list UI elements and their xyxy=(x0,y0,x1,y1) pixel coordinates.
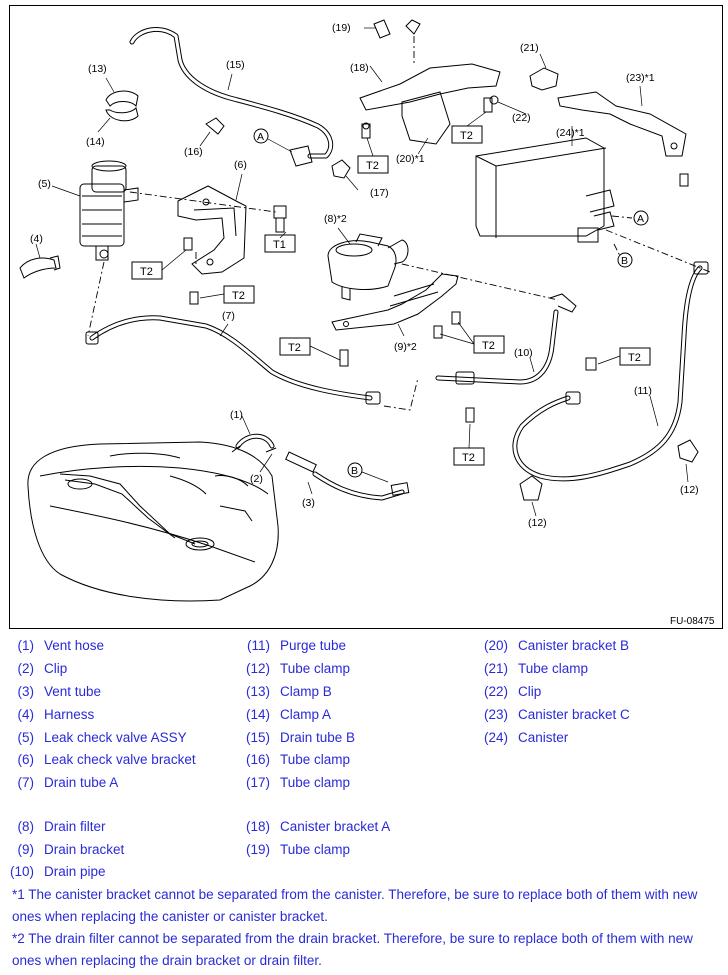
torque-t2: T2 xyxy=(462,452,475,464)
harness xyxy=(19,243,61,279)
vent-tube xyxy=(285,451,410,501)
legend-item: (2)Clip xyxy=(17,661,68,676)
callout-1: (1) xyxy=(230,409,243,421)
leak-check-valve xyxy=(51,160,139,261)
torque-t2: T2 xyxy=(366,160,379,172)
callout-labels: (1) (2) (3) (4) (5) (6) (7) (8)*2 (9)*2 … xyxy=(30,22,699,529)
legend-item: (21)Tube clamp xyxy=(483,661,589,676)
legend-item: (24)Canister xyxy=(483,730,569,745)
legend-item: (3)Vent tube xyxy=(17,684,102,699)
legend-item: (9)Drain bracket xyxy=(17,842,125,857)
callout-15: (15) xyxy=(226,59,245,71)
fuel-tank xyxy=(27,441,279,602)
callout-24: (24)*1 xyxy=(556,127,585,139)
callout-4: (4) xyxy=(30,233,43,245)
callout-20: (20)*1 xyxy=(396,153,425,165)
legend-item: (13)Clamp B xyxy=(245,684,332,699)
legend-item: (6)Leak check valve bracket xyxy=(17,752,196,767)
callout-19: (19) xyxy=(332,22,351,34)
legend-item: (20)Canister bracket B xyxy=(483,638,630,653)
parts-legend: (1)Vent hose (2)Clip (3)Vent tube (4)Har… xyxy=(0,636,728,879)
legend-item: (1)Vent hose xyxy=(17,638,105,653)
callout-23: (23)*1 xyxy=(626,72,655,84)
callout-18: (18) xyxy=(350,62,369,74)
legend-item: (14)Clamp A xyxy=(245,707,332,722)
callout-10: (10) xyxy=(514,347,533,359)
legend-item: (8)Drain filter xyxy=(17,819,106,834)
clamps-13-14 xyxy=(97,77,139,133)
callout-17: (17) xyxy=(370,187,389,199)
torque-marks: T1 T2 T2 T2 T2 T2 T2 T2 T2 xyxy=(131,111,651,466)
torque-t2: T2 xyxy=(628,352,641,364)
legend-item: (17)Tube clamp xyxy=(245,775,351,790)
figure-code: FU-08475 xyxy=(670,616,715,627)
callout-9: (9)*2 xyxy=(394,341,417,353)
legend-item: (16)Tube clamp xyxy=(245,752,351,767)
connection-marks: A A B B xyxy=(253,128,649,483)
legend-item: (12)Tube clamp xyxy=(245,661,351,676)
note-drain-filter: *2 The drain filter cannot be separated … xyxy=(12,931,693,968)
canister-bracket-c xyxy=(557,85,687,157)
drain-bracket xyxy=(331,273,459,337)
drain-pipe xyxy=(435,293,577,385)
callout-12: (12) xyxy=(528,517,547,529)
callout-12: (12) xyxy=(680,484,699,496)
legend-item: (4)Harness xyxy=(17,707,95,722)
legend-item: (10)Drain pipe xyxy=(9,864,106,879)
callout-13: (13) xyxy=(88,63,107,75)
callout-5: (5) xyxy=(38,178,51,190)
legend-item: (15)Drain tube B xyxy=(245,730,356,745)
torque-t2: T2 xyxy=(140,266,153,278)
callout-6: (6) xyxy=(234,159,247,171)
callout-16: (16) xyxy=(184,146,203,158)
vent-hose xyxy=(231,415,277,473)
clamps-16-17 xyxy=(199,117,359,191)
canister xyxy=(475,126,615,243)
legend-item: (11)Purge tube xyxy=(246,638,347,653)
bolts xyxy=(183,97,689,423)
torque-t2: T2 xyxy=(288,342,301,354)
torque-t2: T2 xyxy=(460,130,473,142)
callout-21: (21) xyxy=(520,42,539,54)
callout-8: (8)*2 xyxy=(324,213,347,225)
valve-bracket xyxy=(177,173,247,275)
callout-11: (11) xyxy=(634,385,652,397)
connection-b: B xyxy=(351,465,358,477)
connection-a: A xyxy=(257,131,264,143)
legend-item: (19)Tube clamp xyxy=(245,842,351,857)
connection-a: A xyxy=(637,213,644,225)
torque-t2: T2 xyxy=(232,290,245,302)
drain-tube-b xyxy=(129,26,334,167)
legend-item: (23)Canister bracket C xyxy=(483,707,630,722)
note-canister-bracket: *1 The canister bracket cannot be separa… xyxy=(12,887,698,924)
torque-t1: T1 xyxy=(273,239,286,251)
purge-tube xyxy=(512,261,709,482)
legend-item: (5)Leak check valve ASSY xyxy=(17,730,187,745)
tube-clamp-21 xyxy=(529,53,559,91)
exploded-parts-diagram: T1 T2 T2 T2 T2 T2 T2 T2 T2 A A B xyxy=(9,5,723,629)
canister-brackets-a-b xyxy=(359,19,501,155)
callout-2: (2) xyxy=(250,473,263,485)
legend-item: (18)Canister bracket A xyxy=(245,819,391,834)
callout-7: (7) xyxy=(222,310,235,322)
assembly-lines xyxy=(87,191,711,411)
drain-tube-a xyxy=(85,315,381,405)
callout-22: (22) xyxy=(512,112,531,124)
legend-item: (22)Clip xyxy=(483,684,542,699)
drain-filter xyxy=(327,227,409,301)
tube-clamps-12 xyxy=(519,439,699,517)
legend-item: (7)Drain tube A xyxy=(17,775,119,790)
callout-14: (14) xyxy=(86,136,105,148)
callout-3: (3) xyxy=(302,497,315,509)
connection-b: B xyxy=(621,255,628,267)
torque-t2: T2 xyxy=(482,340,495,352)
